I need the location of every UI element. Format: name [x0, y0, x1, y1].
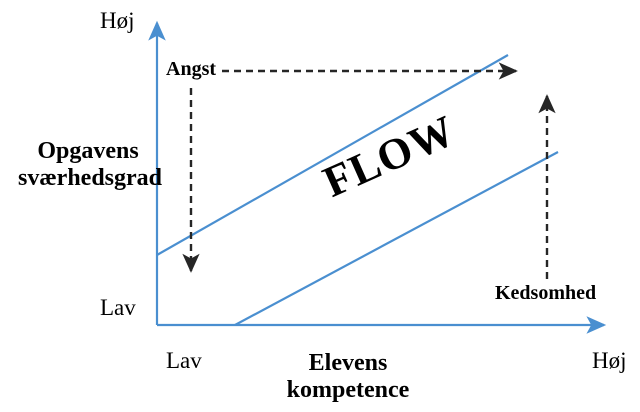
- x-axis-title-line-2: kompetence: [286, 376, 410, 403]
- x-axis-low-label: Lav: [166, 348, 202, 373]
- x-axis-high-label: Høj: [592, 348, 627, 373]
- y-axis-title-line-2: sværhedsgrad: [18, 164, 163, 191]
- anxiety-zone-label: Angst: [166, 58, 217, 80]
- lower-flow-boundary-line: [234, 151, 559, 326]
- x-axis-title: Elevens kompetence: [258, 350, 438, 404]
- y-axis-high-label: Høj: [100, 8, 135, 33]
- upper-flow-boundary-line: [156, 54, 509, 256]
- y-axis-title: Opgavens sværhedsgrad: [18, 138, 163, 192]
- x-axis-title-line-1: Elevens: [308, 350, 388, 376]
- boredom-zone-label: Kedsomhed: [495, 282, 597, 304]
- y-axis-low-label: Lav: [100, 295, 136, 320]
- y-axis-title-line-1: Opgavens: [37, 138, 139, 164]
